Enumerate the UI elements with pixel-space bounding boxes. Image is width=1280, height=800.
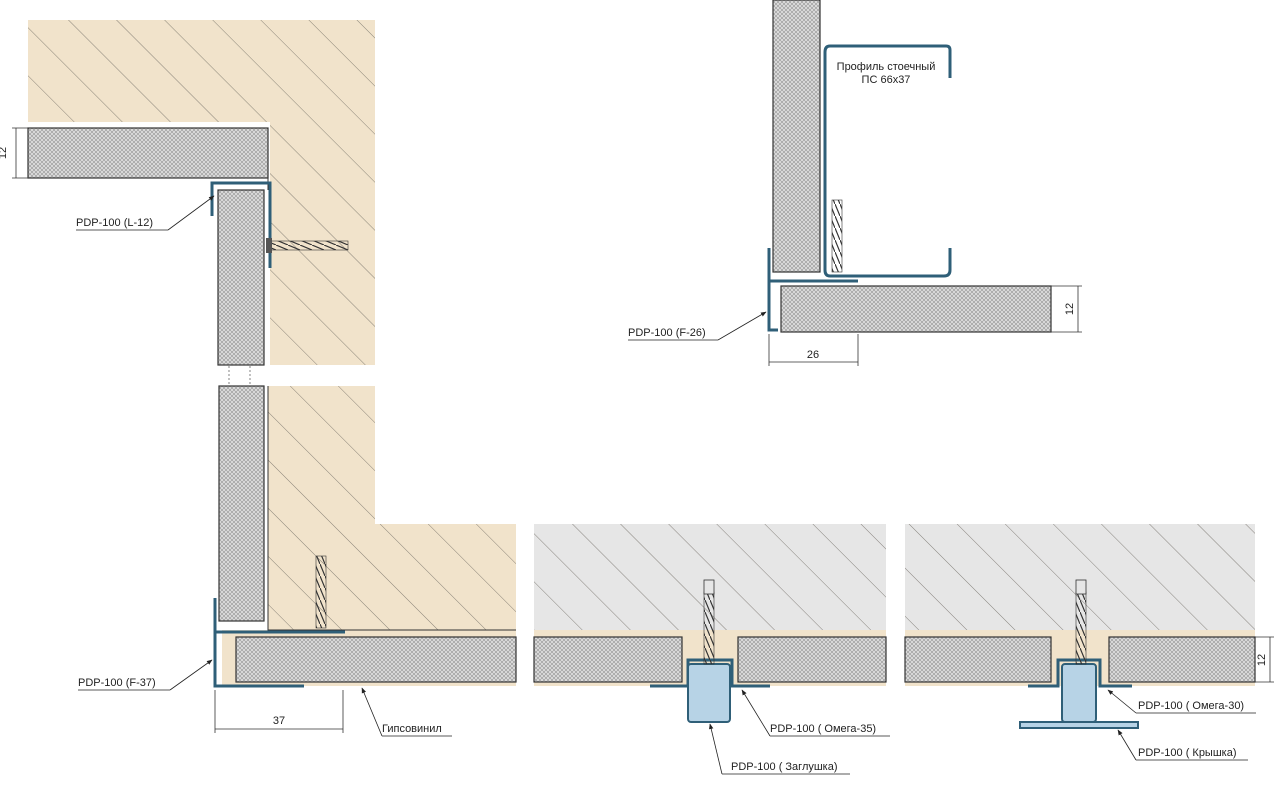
screw-icon [1075,579,1087,665]
board-right [737,636,887,683]
board-right [1108,636,1256,683]
ceiling-board [780,285,1052,333]
detail-f37-corner: 37 PDP-100 (F-37) Гипсовинил [78,366,517,737]
profile-f26 [767,248,858,332]
dim-thickness-f26: 12 [1064,303,1076,315]
screw-icon [703,579,715,665]
label-stud-line2: ПС 66х37 [862,74,911,86]
wall-board [772,0,821,273]
screw-icon [266,238,349,253]
label-gypsum: Гипсовинил [382,723,442,735]
screw-icon [831,199,843,273]
screw-icon [315,555,327,629]
profile-f37 [213,598,345,688]
label-f26: PDP-100 (F-26) [628,327,706,339]
detail-l12-corner: 12 PDP-100 (L-12) [0,20,375,366]
ceiling-board [27,127,269,179]
label-omega35: PDP-100 ( Омега-35) [770,723,876,735]
dim-width-26: 26 [807,349,819,361]
detail-omega35: PDP-100 ( Омега-35) PDP-100 ( Заглушка) [533,524,890,775]
board-left [904,636,1052,683]
dim-width-37: 37 [273,715,285,727]
wall-hatch [268,524,516,630]
dim-thickness-right: 12 [1256,654,1268,666]
ceiling-board [235,636,517,683]
wall-board [217,189,265,366]
cover-plate [1019,721,1139,729]
label-plug: PDP-100 ( Заглушка) [731,761,838,773]
stud-profile [823,44,952,278]
label-cover: PDP-100 ( Крышка) [1138,747,1237,759]
wall-hatch [268,386,375,526]
detail-omega30: 12 PDP-100 ( Омега-30) PDP-100 ( Крышка) [904,524,1274,761]
cover-stem [1061,663,1097,723]
label-omega30: PDP-100 ( Омега-30) [1138,700,1244,712]
wall-board [218,385,265,622]
label-l12: PDP-100 (L-12) [76,217,153,229]
dim-thickness-top: 12 [0,147,9,159]
detail-f26-stud: Профиль стоечный ПС 66х37 12 26 PDP-100 … [628,0,1082,366]
label-f37: PDP-100 (F-37) [78,677,156,689]
plug-cap [687,663,731,723]
board-left [533,636,683,683]
label-stud-line1: Профиль стоечный [837,61,936,73]
